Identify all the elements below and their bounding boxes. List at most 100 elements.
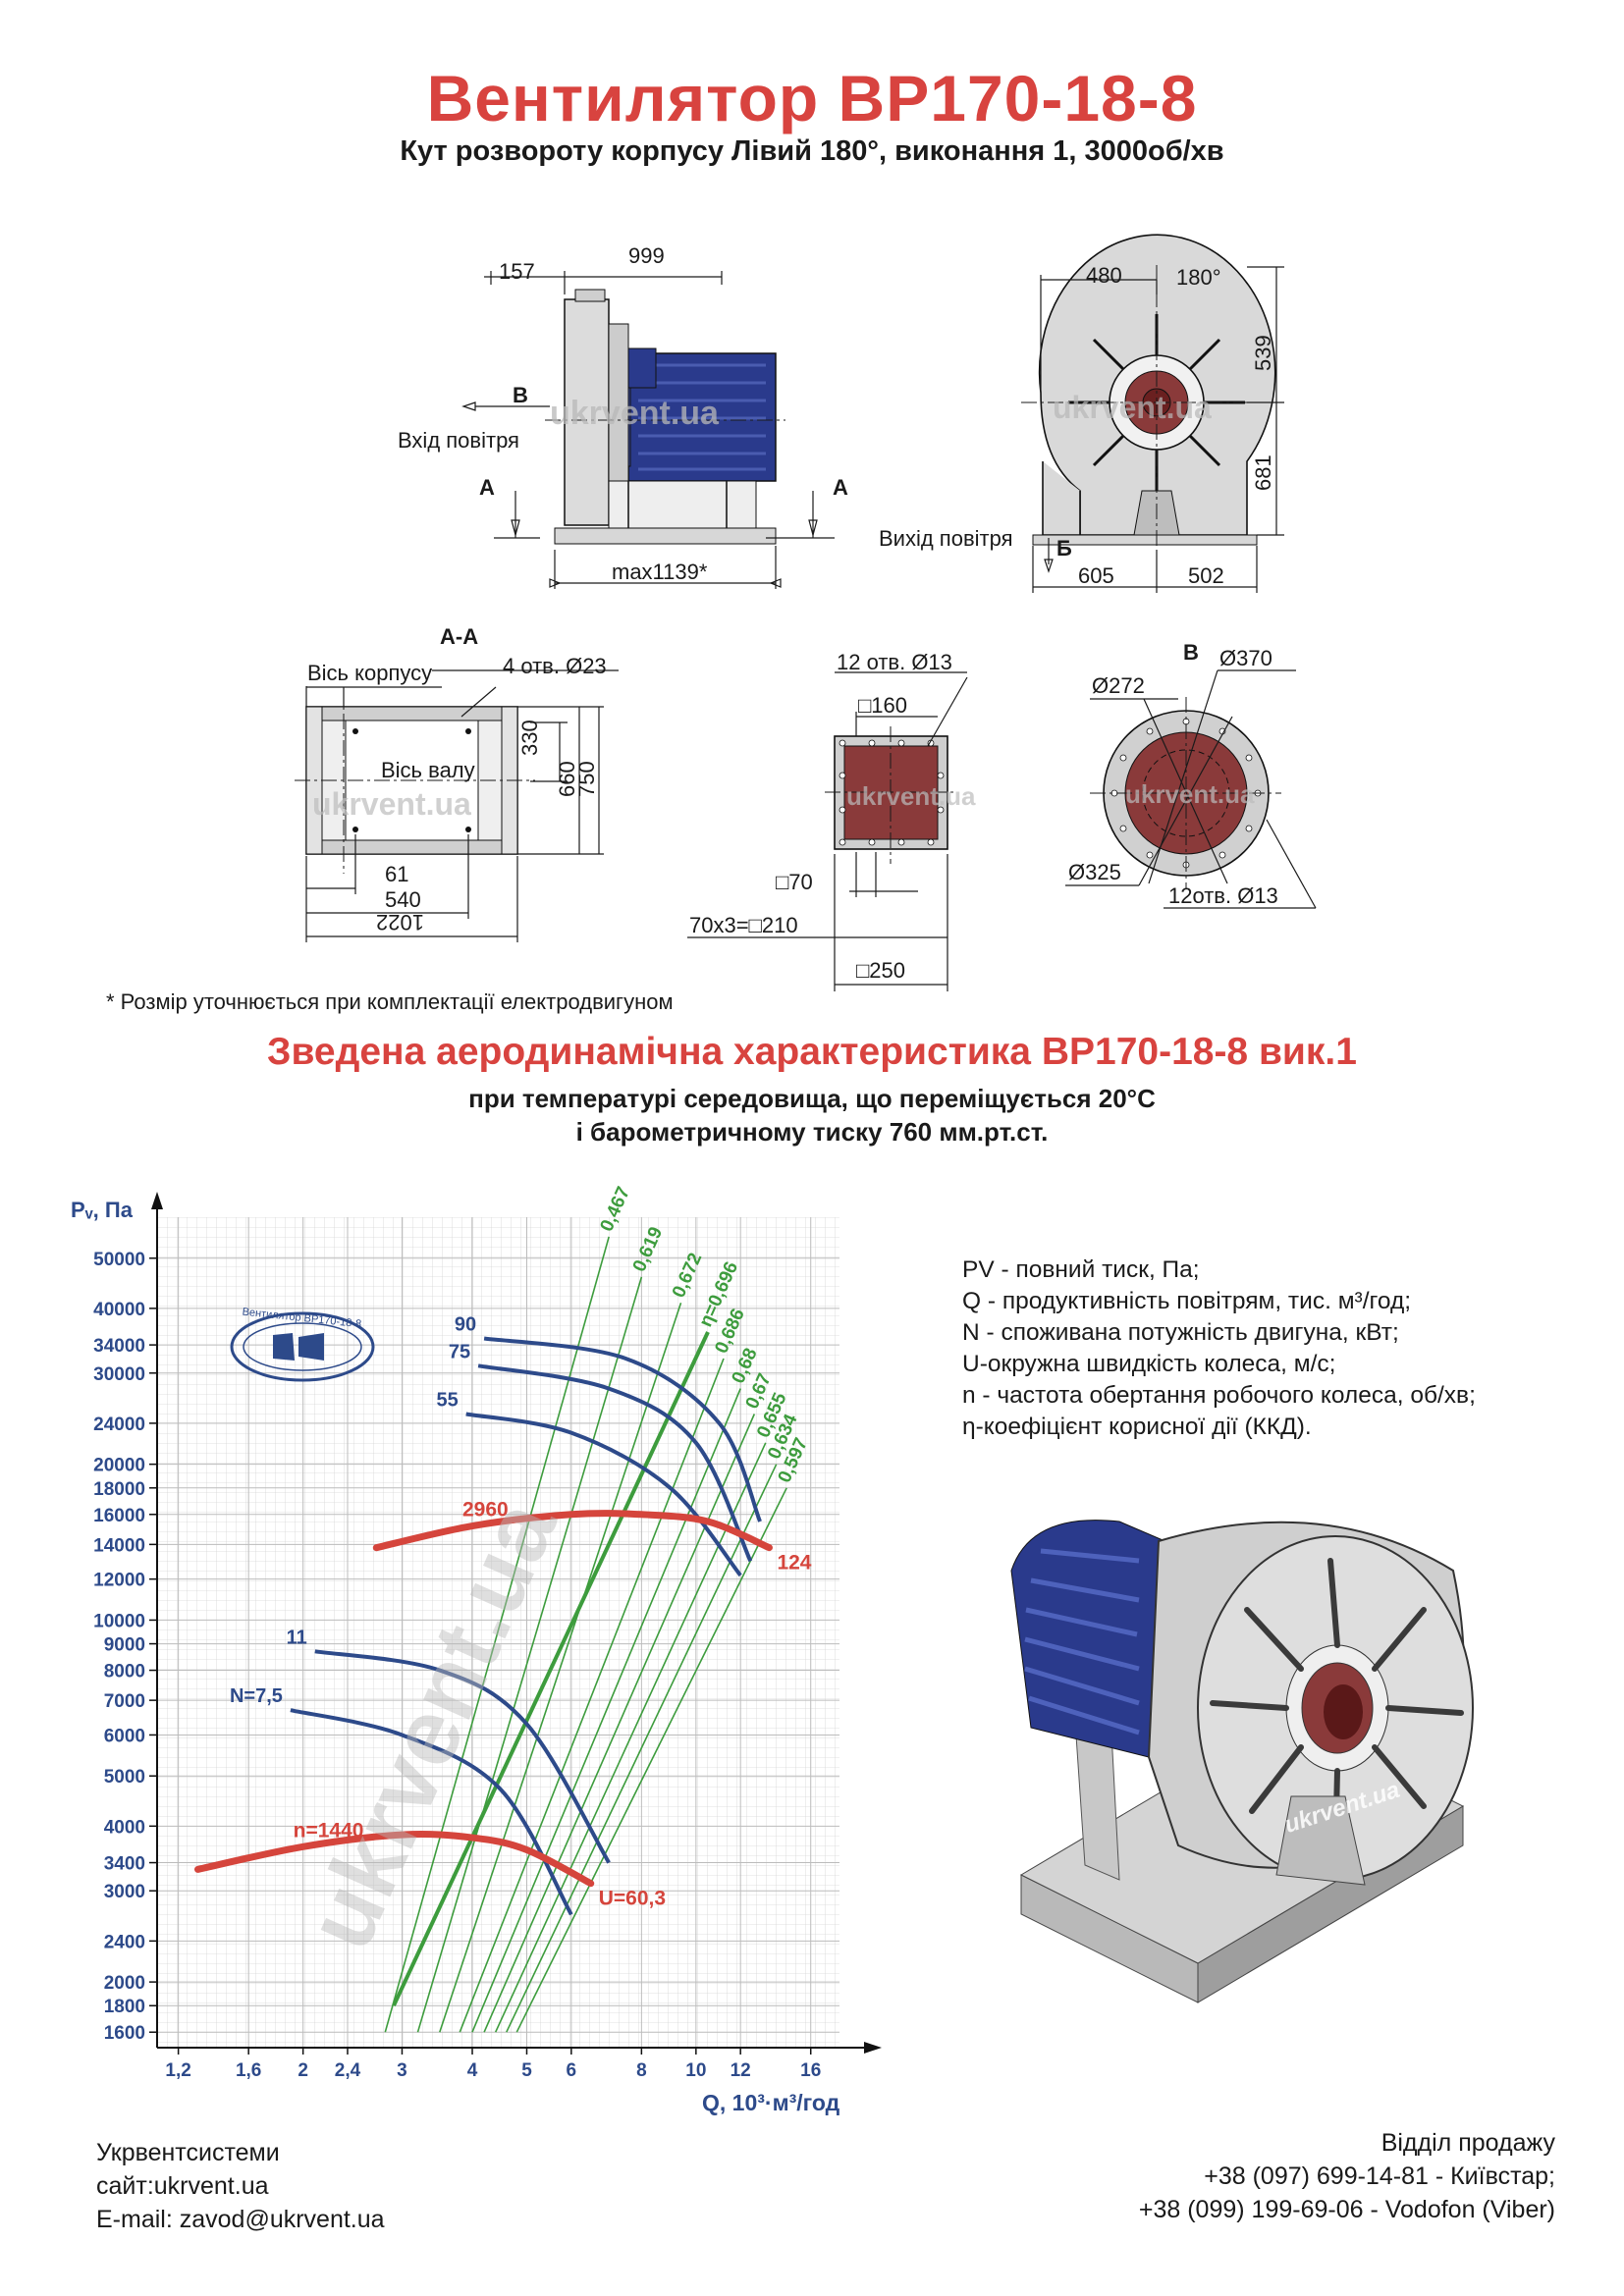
power-curve bbox=[465, 1412, 742, 1577]
y-axis-label: Pᵥ, Па bbox=[71, 1198, 134, 1222]
dim-180deg: 180° bbox=[1176, 265, 1221, 290]
dim-502: 502 bbox=[1188, 563, 1224, 588]
footer-site[interactable]: сайт:ukrvent.ua bbox=[96, 2172, 269, 2200]
y-tick-label: 40000 bbox=[93, 1300, 145, 1320]
section-v-drawing: Ø272 Ø370 Ø325 12отв. Ø13 ukrvent.ua bbox=[1065, 646, 1317, 909]
footer-email[interactable]: E-mail: zavod@ukrvent.ua bbox=[96, 2206, 385, 2233]
y-tick-label: 5000 bbox=[104, 1767, 145, 1788]
footer-company-block: Укрвентсистеми сайт:ukrvent.ua E-mail: z… bbox=[96, 2136, 385, 2236]
label-air-inlet: Вхід повітря bbox=[398, 428, 519, 453]
technical-drawings: 157 999 max1139* Вхід повітря В А А ukrv… bbox=[295, 234, 1317, 991]
y-tick-label: 10000 bbox=[93, 1611, 145, 1631]
label-section-a-right: А bbox=[833, 475, 848, 500]
y-tick-label: 4000 bbox=[104, 1817, 145, 1838]
drawing-watermark: ukrvent.ua bbox=[550, 395, 720, 432]
y-tick-label: 12000 bbox=[93, 1571, 145, 1591]
speed-curve bbox=[372, 1510, 773, 1552]
power-curve-label: 75 bbox=[449, 1341, 470, 1362]
legend-item-n: N - споживана потужність двигуна, кВт; bbox=[962, 1319, 1399, 1346]
section-aa-title: А-А bbox=[440, 624, 478, 649]
efficiency-ray bbox=[416, 1276, 643, 2033]
y-tick-label: 2400 bbox=[104, 1932, 145, 1952]
y-tick-label: 1800 bbox=[104, 1997, 145, 2017]
x-tick-label: 12 bbox=[731, 2060, 751, 2081]
drawing-watermark-aa: ukrvent.ua bbox=[312, 786, 471, 822]
power-curve bbox=[290, 1708, 573, 1916]
efficiency-ray bbox=[439, 1302, 682, 2033]
label-view-v: В bbox=[513, 383, 528, 407]
y-axis-arrow bbox=[151, 1192, 163, 1209]
power-curve bbox=[483, 1336, 762, 1522]
dim-539: 539 bbox=[1251, 335, 1275, 371]
y-tick-label: 1600 bbox=[104, 2023, 145, 2044]
power-curve bbox=[477, 1363, 753, 1563]
y-tick-labels: 5000040000340003000024000200001800016000… bbox=[93, 1250, 157, 2044]
footnote: * Розмір уточнюється при комплектації ел… bbox=[106, 989, 674, 1014]
drawing-watermark-front: ukrvent.ua bbox=[1053, 390, 1212, 425]
dim-999: 999 bbox=[628, 243, 665, 268]
dim-12-holes-d13: 12отв. Ø13 bbox=[1168, 883, 1278, 908]
aero-subtitle-2: і барометричному тиску 760 мм.рт.ст. bbox=[575, 1117, 1049, 1147]
dim-605: 605 bbox=[1078, 563, 1114, 588]
dim-d272: Ø272 bbox=[1092, 673, 1145, 698]
aero-subtitle-1: при температурі середовища, що переміщує… bbox=[468, 1084, 1156, 1113]
y-tick-label: 14000 bbox=[93, 1535, 145, 1556]
dim-sq160: □160 bbox=[858, 693, 907, 718]
y-tick-label: 20000 bbox=[93, 1456, 145, 1476]
chart-legend: PV - повний тиск, Па; Q - продуктивність… bbox=[962, 1255, 1476, 1443]
section-aa-drawing: А-А Вісь корпусу 4 отв. Ø23 Вісь валу 33… bbox=[295, 624, 619, 942]
power-curve-label: N=7,5 bbox=[230, 1685, 283, 1707]
efficiency-ray bbox=[459, 1358, 725, 2033]
dim-681: 681 bbox=[1251, 454, 1275, 491]
legend-item-pv: PV - повний тиск, Па; bbox=[962, 1256, 1200, 1283]
label-4-holes: 4 отв. Ø23 bbox=[503, 654, 607, 678]
x-tick-label: 2,4 bbox=[335, 2060, 361, 2081]
efficiency-ray bbox=[494, 1442, 767, 2033]
page-subtitle: Кут розвороту корпусу Лівий 180°, викона… bbox=[400, 135, 1224, 167]
dim-d370: Ø370 bbox=[1219, 646, 1272, 670]
y-tick-label: 24000 bbox=[93, 1415, 145, 1435]
y-tick-label: 50000 bbox=[93, 1250, 145, 1270]
y-tick-label: 7000 bbox=[104, 1691, 145, 1712]
x-axis-arrow bbox=[864, 2042, 882, 2054]
x-tick-label: 4 bbox=[467, 2060, 478, 2081]
x-tick-label: 16 bbox=[800, 2060, 821, 2081]
y-tick-label: 6000 bbox=[104, 1726, 145, 1746]
label-shaft-axis: Вісь валу bbox=[381, 758, 475, 782]
label-section-a-left: А bbox=[479, 475, 495, 500]
dim-d325: Ø325 bbox=[1068, 860, 1121, 884]
x-tick-label: 6 bbox=[567, 2060, 577, 2081]
footer-phone-kyivstar[interactable]: +38 (097) 699-14-81 - Київстар; bbox=[1204, 2163, 1555, 2190]
speed-curve bbox=[194, 1831, 595, 1888]
drawing-watermark-b: ukrvent.ua bbox=[846, 781, 976, 811]
fan-3d-render: ukrvent.ua bbox=[1010, 1520, 1474, 2003]
y-tick-label: 8000 bbox=[104, 1662, 145, 1682]
power-curve-label: 55 bbox=[436, 1390, 458, 1412]
label-air-outlet: Вихід повітря bbox=[879, 526, 1013, 551]
dim-sq250: □250 bbox=[856, 958, 905, 983]
section-v-title: В bbox=[1183, 640, 1199, 665]
legend-item-n-rpm: n - частота обертання робочого колеса, о… bbox=[962, 1382, 1476, 1409]
efficiency-ray bbox=[384, 1236, 610, 2033]
label-housing-axis: Вісь корпусу bbox=[307, 661, 432, 685]
y-tick-label: 34000 bbox=[93, 1336, 145, 1357]
efficiency-ray bbox=[471, 1388, 741, 2033]
footer-phone-vodafone[interactable]: +38 (099) 199-69-06 - Vodofon (Viber) bbox=[1138, 2196, 1555, 2223]
power-curve bbox=[314, 1649, 611, 1864]
dim-540: 540 bbox=[385, 887, 421, 912]
footer-sales-title: Відділ продажу bbox=[1380, 2129, 1555, 2157]
dim-61: 61 bbox=[385, 862, 408, 886]
footer-sales-block: Відділ продажу +38 (097) 699-14-81 - Киї… bbox=[1139, 2126, 1555, 2226]
x-tick-label: 8 bbox=[636, 2060, 647, 2081]
dim-480: 480 bbox=[1086, 263, 1122, 288]
dim-70x3-210: 70х3=□210 bbox=[689, 913, 798, 937]
drawing-watermark-v: ukrvent.ua bbox=[1125, 779, 1255, 809]
y-tick-label: 30000 bbox=[93, 1364, 145, 1385]
dim-660: 660 bbox=[555, 761, 579, 797]
page-title: Вентилятор ВР170-18-8 bbox=[426, 62, 1198, 134]
dim-max1139: max1139* bbox=[612, 560, 708, 584]
y-tick-label: 9000 bbox=[104, 1635, 145, 1656]
